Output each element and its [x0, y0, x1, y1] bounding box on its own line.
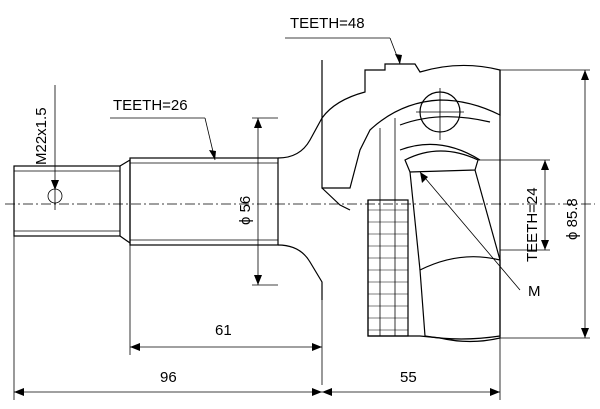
threaded-stub — [13, 158, 131, 245]
phi-56-label: ϕ 56 — [237, 196, 254, 225]
m-label: M — [528, 283, 541, 300]
teeth-26-callout: TEETH=26 — [110, 97, 216, 161]
m-callout: M — [419, 171, 541, 300]
dim-phi-56: ϕ 56 — [237, 117, 278, 286]
dim-phi-85-8: ϕ 85.8 — [500, 69, 590, 339]
teeth-26-label: TEETH=26 — [113, 97, 188, 114]
dim-96-label: 96 — [160, 369, 177, 386]
dim-55-label: 55 — [400, 369, 417, 386]
splined-shaft — [129, 60, 323, 300]
teeth-48-label: TEETH=48 — [290, 15, 365, 32]
teeth-24-label: TEETH=24 — [524, 187, 541, 262]
abs-ring — [367, 199, 409, 337]
dim-61-label: 61 — [215, 322, 232, 339]
thread-callout: M22x1.5 — [33, 85, 59, 190]
dim-96: 96 — [13, 236, 322, 400]
teeth-48-callout: TEETH=48 — [285, 15, 402, 65]
dim-teeth-24: TEETH=24 — [478, 159, 550, 262]
bell-housing — [321, 63, 501, 343]
dim-61: 61 — [129, 245, 323, 385]
inner-race — [399, 88, 501, 271]
thread-label: M22x1.5 — [33, 107, 50, 165]
phi-85-8-label: ϕ 85.8 — [564, 198, 581, 240]
dim-55: 55 — [322, 338, 501, 400]
